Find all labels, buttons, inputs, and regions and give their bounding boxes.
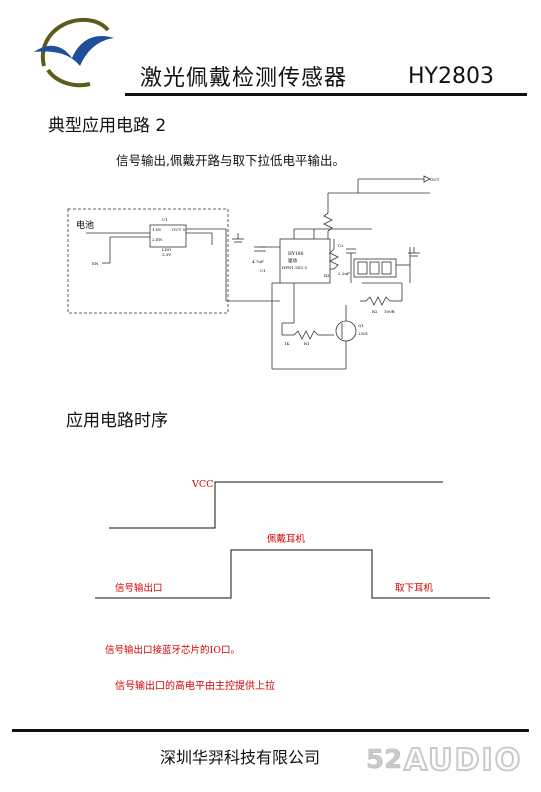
ldo-pin-in: 1.IN [152,227,161,232]
c1-value: 4.7uF [252,259,264,264]
header-divider [125,93,527,96]
ldo-pin-out: OUT 5 [172,227,186,232]
ldo-voltage: 3.3V [162,252,171,257]
company-logo [34,17,114,88]
r1-ref: R1 [304,341,310,346]
k-label: 1K [284,341,291,346]
ic-name: 驱动 [288,257,297,264]
c1-ref: C1 [260,268,266,273]
model-number: HY2803 [408,64,494,89]
r2-value: 100R [384,309,396,314]
q1-value: 2301 [358,331,368,336]
watermark-number: 52 [366,745,402,775]
circuit-caption: 信号输出,佩戴开路与取下拉低电平输出。 [116,153,345,168]
timing-note: 信号输出口接蓝牙芯片的IO口。 [105,644,240,656]
vcc-label: VCC [191,479,213,490]
circuit-schematic: 电池 OUT EN U1 1.IN OUT 5 2.EN LDO 3.3V HY… [67,175,440,370]
wearing-label: 佩戴耳机 [267,533,306,545]
removed-label: 取下耳机 [395,582,434,594]
signal-output-label: 信号输出口 [115,582,163,594]
document-title: 激光佩戴检测传感器 [140,66,348,91]
company-name: 深圳华羿科技有限公司 [160,748,321,767]
section-heading-typical-circuit: 典型应用电路 2 [48,116,167,136]
footer-divider [12,729,529,732]
ic-ref: HY180 [288,251,304,257]
pullup-note: 信号输出口的高电平由主控提供上拉 [115,681,275,692]
ldo-ref: U1 [162,217,168,222]
r2-ref: R2 [372,309,378,314]
ldo-pin-en: 2.EN [152,237,163,242]
site-watermark: 52 AUDIO [366,742,522,778]
section-heading-timing: 应用电路时序 [66,411,168,431]
q1-ref: Q1 [358,323,364,328]
en-label: EN [92,261,99,266]
battery-label: 电池 [76,219,94,231]
r3-ref: R3 [324,273,330,278]
c2-ref: C2 [338,243,344,248]
timing-diagram: VCC 佩戴耳机 信号输出口 取下耳机 信号输出口接蓝牙芯片的IO口。 [95,479,490,656]
watermark-text: AUDIO [404,743,522,778]
ic-package: DFN1.5X1.5 [282,265,308,270]
out-label: OUT [430,177,440,182]
ldo-name: LDO [162,247,172,252]
c2-value: 2.2uF [338,271,350,276]
